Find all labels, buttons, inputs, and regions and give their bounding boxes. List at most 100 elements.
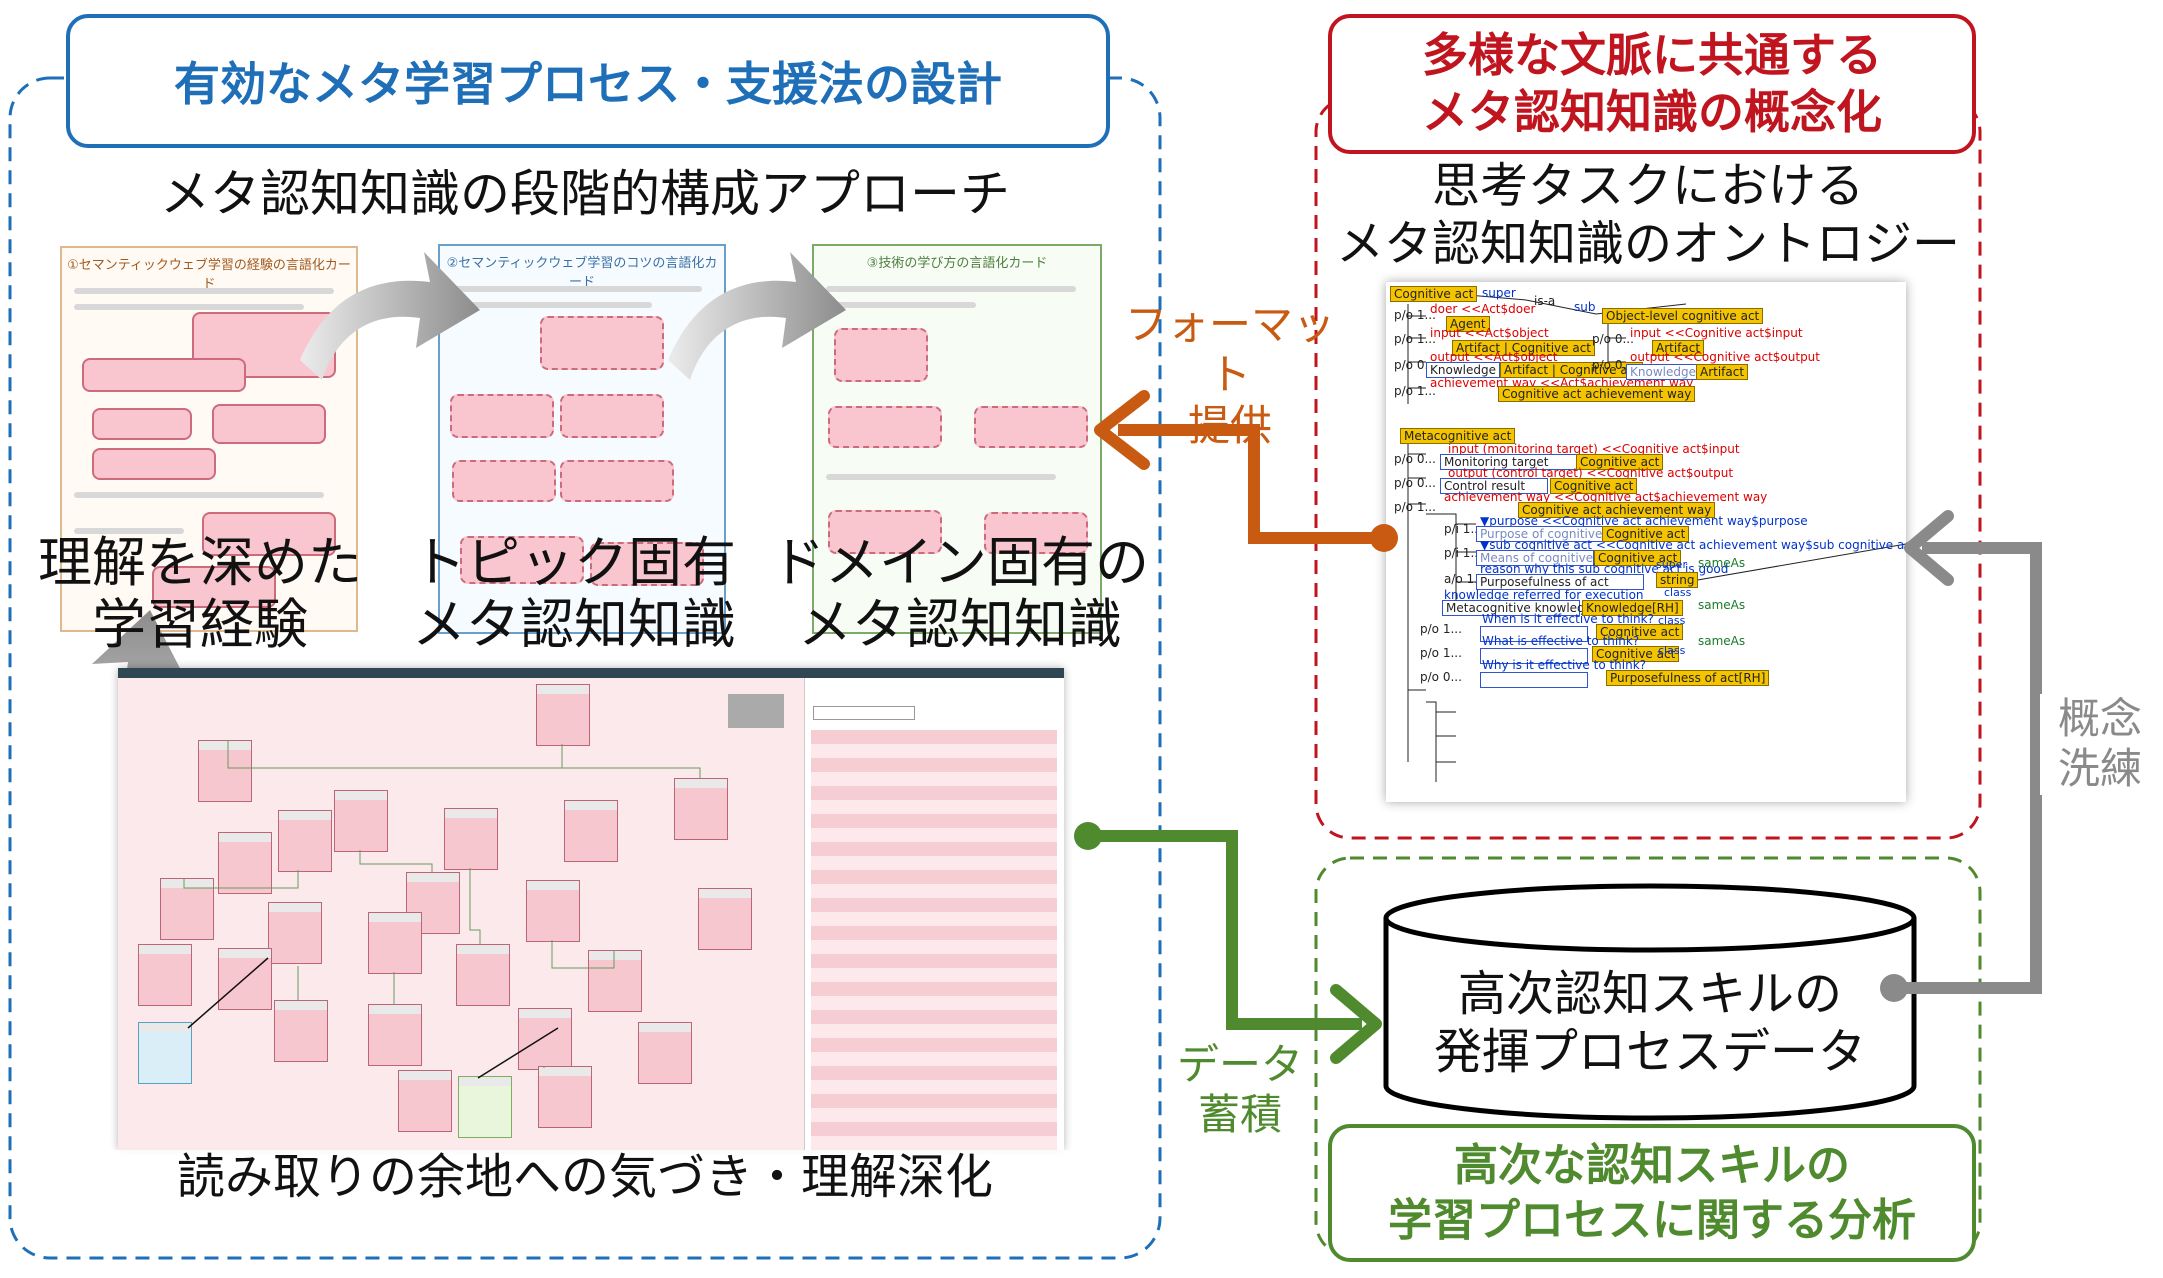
empty-box (1480, 626, 1588, 642)
highlight-box (540, 316, 664, 370)
map-node (518, 1008, 572, 1070)
highlight-box (82, 358, 246, 392)
knowledge-referred-slot: knowledge referred for execution (1444, 588, 1644, 602)
map-node (218, 832, 272, 894)
tool-side-list (804, 678, 1064, 1150)
left-panel-subtitle: メタ認知知識の段階的構成アプローチ (160, 165, 1010, 223)
highlight-box (828, 510, 942, 554)
node-artifact-cog: Artifact | Cognitive act (1452, 340, 1596, 356)
label-line: 蓄積 (1197, 1090, 1282, 1140)
map-node (674, 778, 728, 840)
text-line (826, 474, 1056, 480)
sub-cog-slot: ▼sub cognitive act <<Cognitive act achie… (1480, 538, 1916, 552)
obj-input-slot: input <<Cognitive act$input (1630, 326, 1803, 340)
experience-card: ①セマンティックウェブ学習の経験の言語化カード (60, 246, 358, 632)
highlight-box (212, 404, 326, 444)
node-artifact-cog: Artifact | Cognitive act (1500, 362, 1644, 378)
label-line: 概念 (2057, 694, 2142, 743)
po-label: p/o 0... (1592, 358, 1634, 372)
highlight-box (450, 394, 554, 438)
node-knowledge-rh: Knowledge[RH] (1582, 600, 1683, 616)
control-slot: output (control target) <<Cognitive act$… (1448, 466, 1734, 480)
pi-label: p/i 1... (1444, 522, 1482, 536)
map-node (138, 1022, 192, 1084)
map-node (368, 1004, 422, 1066)
highlight-box (984, 512, 1088, 554)
stage-learning-experience: 理解を深めた 学習経験 (30, 531, 370, 656)
format-label: フォーマット 提供 (1110, 300, 1350, 451)
node-cog-act: Cognitive act (1602, 526, 1690, 542)
when-slot: When is it effective to think? (1482, 612, 1654, 626)
highlight-box (92, 448, 216, 480)
map-node (458, 1076, 512, 1138)
title-line: 高次な認知スキルの (1454, 1140, 1850, 1191)
node-purposefulness: Purposefulness of act (1476, 574, 1644, 590)
map-node (268, 902, 322, 964)
node-cog-act: Cognitive act (1550, 478, 1638, 494)
node-cognitive-act: Cognitive act (1390, 286, 1478, 302)
empty-box (1480, 672, 1588, 688)
purpose-slot: ▼purpose <<Cognitive act achievement way… (1480, 514, 1808, 528)
node-control-result: Control result (1440, 478, 1548, 494)
is-a-label: is-a (1534, 294, 1556, 308)
map-node (538, 1066, 592, 1128)
po-label: p/o 0... (1420, 670, 1462, 684)
stage-line: メタ認知知識 (798, 593, 1122, 657)
node-achievement-way: Cognitive act achievement way (1498, 386, 1696, 402)
highlight-box (828, 406, 942, 448)
highlight-box (452, 460, 556, 502)
highlight-box (560, 460, 674, 502)
ontology-subtitle: 思考タスクにおける メタ認知知識のオントロジー (1316, 158, 1980, 273)
tool-search-field (813, 706, 915, 720)
right-top-title: 多様な文脈に共通する メタ認知知識の概念化 (1328, 14, 1976, 154)
node-purposefulness-rh: Purposefulness of act[RH] (1606, 670, 1770, 686)
node-knowledge: Knowledge (1626, 364, 1700, 380)
subtitle-line: 思考タスクにおける (1431, 158, 1864, 214)
map-node (564, 800, 618, 862)
po-label: p/o 1... (1420, 622, 1462, 636)
why-slot: Why is it effective to think? (1482, 658, 1647, 672)
data-arrow (1074, 822, 1382, 1064)
obj-output-slot: output <<Cognitive act$output (1630, 350, 1820, 364)
card-title: ③技術の学び方の言語化カード (866, 256, 1048, 271)
stage-line: 理解を深めた (38, 531, 362, 594)
map-node (536, 684, 590, 746)
po-label: p/o 1... (1394, 500, 1436, 514)
what-slot: What is effective to think? (1482, 634, 1640, 648)
title-line: 学習プロセスに関する分析 (1388, 1195, 1916, 1246)
node-cog-act: Cognitive act (1596, 624, 1684, 640)
pi-label: p/i 1... (1444, 546, 1482, 560)
label-line: フォーマット (1124, 300, 1335, 400)
class-label: class (1658, 644, 1686, 657)
text-line (826, 286, 1076, 292)
data-label: データ 蓄積 (1160, 1040, 1320, 1141)
node-cog-act: Cognitive act (1592, 646, 1680, 662)
map-node (278, 810, 332, 872)
tool-list-rows (811, 730, 1057, 1150)
map-node (526, 880, 580, 942)
database-line: 発揮プロセスデータ (1433, 1023, 1866, 1080)
text-line (74, 304, 304, 310)
ontology-view: Cognitive act super is-a sub Object-leve… (1386, 282, 1916, 802)
label-line: データ (1176, 1040, 1303, 1089)
map-node (368, 912, 422, 974)
highlight-box (152, 566, 276, 608)
stage-line: ドメイン固有の (771, 531, 1149, 594)
node-artifact: Artifact (1696, 364, 1749, 380)
node-cog-act: Cognitive act (1594, 550, 1682, 566)
highlight-box (560, 394, 664, 438)
node-agent: Agent (1446, 316, 1490, 332)
ao-label: a/o 1... (1444, 572, 1486, 586)
map-node (398, 1070, 452, 1132)
tool-titlebar (118, 668, 1064, 678)
concept-arrow (1880, 510, 2042, 1002)
format-arrow (1094, 390, 1398, 552)
bottom-caption: 読み取りの余地への気づき・理解深化 (30, 1149, 1140, 1206)
arrow-to-domain (668, 252, 846, 380)
po-label: p/o 0... (1394, 476, 1436, 490)
text-line (74, 528, 184, 534)
label-line: 洗練 (2057, 744, 2142, 794)
right-bottom-title: 高次な認知スキルの 学習プロセスに関する分析 (1328, 1124, 1976, 1262)
map-node (588, 950, 642, 1012)
